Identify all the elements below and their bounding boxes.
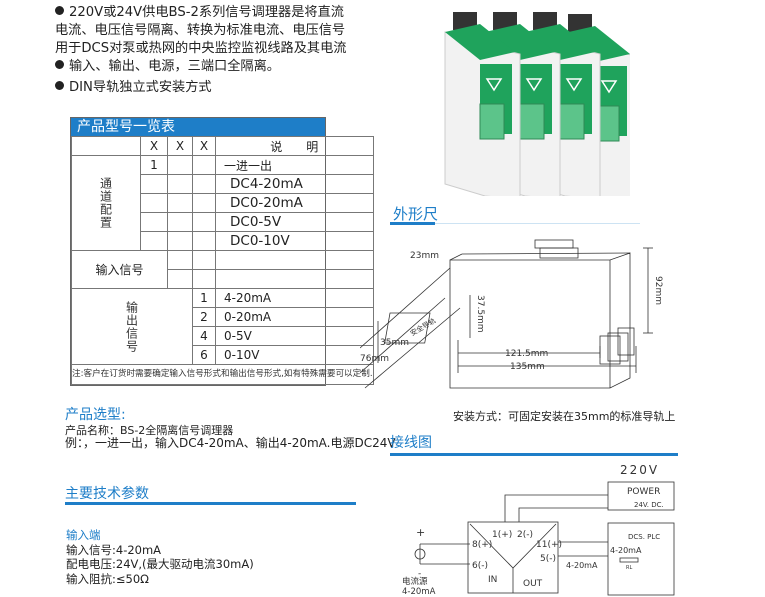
selection-name: 产品名称：BS-2全隔离信号调理器: [65, 424, 234, 437]
table-row: [72, 269, 374, 289]
power-label: POWER: [627, 487, 660, 497]
wiring-title: 接线图: [390, 435, 432, 451]
rl-label: RL: [626, 565, 632, 571]
out-signal: 4-20mA: [566, 561, 598, 570]
table-cell: DC4-20mA: [215, 174, 374, 194]
selection-section: 产品选型: 产品名称：BS-2全隔离信号调理器 例：，一进一出，输入DC4-20…: [65, 404, 396, 450]
table-cell: 一进一出: [215, 155, 374, 175]
terminal-5: 5(-): [540, 554, 556, 564]
plus-sign: +: [416, 526, 425, 539]
bullet-icon: [55, 81, 64, 90]
terminal-8: 8(+): [472, 540, 492, 550]
wiring-divider: [390, 453, 678, 456]
col-x: X: [140, 136, 168, 156]
col-desc: 说 明: [215, 136, 374, 156]
intro-bullet: 输入、输出、电源，三端口全隔离。: [69, 59, 280, 74]
source-label: 电流源: [402, 576, 428, 587]
output-code: 4: [192, 326, 216, 346]
output-code: 2: [192, 307, 216, 327]
terminal-2: 2(-): [517, 530, 533, 540]
product-photo: [444, 12, 630, 196]
dimensions-underline: [390, 222, 435, 225]
input-title: 输入端: [66, 528, 101, 542]
dim-135: 135mm: [510, 362, 545, 372]
bullet-icon: [55, 6, 64, 15]
minus-sign: -: [418, 569, 421, 579]
channel-code: 1: [140, 155, 168, 175]
spec-line: 输入信号:4-20mA: [66, 542, 162, 557]
dim-37-5: 37.5mm: [475, 295, 485, 333]
module-unit: [444, 12, 521, 196]
specs-title: 主要技术参数: [65, 486, 149, 502]
selection-example: 例：，一进一出，输入DC4-20mA、输出4-20mA.电源DC24V: [65, 436, 396, 450]
table-title: 产品型号一览表: [71, 118, 325, 136]
spec-line: 配电电压:24V,(最大驱动电流30mA): [66, 557, 254, 571]
table-cell: 4-20mA: [215, 288, 374, 308]
source-range: 4-20mA: [402, 587, 436, 597]
loop-signal: 4-20mA: [610, 546, 642, 555]
specs-divider: [65, 502, 356, 505]
intro-text: 220V或24V供电BS-2系列信号调理器是将直流 电流、电压信号隔离、转换为标…: [55, 4, 365, 97]
input-label: 输入信号: [71, 250, 168, 289]
dim-76: 76mm: [360, 354, 389, 364]
dimension-drawing: 23mm 37.5mm 92mm 35mm 76mm 121.5mm 135mm…: [360, 239, 663, 389]
table-note: 注:客户在订货时需要确定输入信号形式和输出信号形式,如有特殊需要可以定制.: [71, 364, 374, 385]
terminal-6: 6(-): [472, 561, 488, 571]
intro-bullet: DIN导轨独立式安装方式: [69, 80, 212, 95]
bullet-icon: [55, 60, 64, 69]
output-code: 6: [192, 345, 216, 365]
col-x: X: [167, 136, 193, 156]
wiring-diagram: 220V POWER 24V. DC. DCS. PLC 1(+) 2(-) 8…: [402, 463, 675, 597]
install-note: 安装方式：可固定安装在35mm的标准导轨上: [453, 410, 676, 423]
intro-line: 电流、电压信号隔离、转换为标准电流、电压信号: [55, 23, 346, 38]
output-code: 1: [192, 288, 216, 308]
col-x: X: [192, 136, 216, 156]
output-label: 输出信号: [71, 288, 193, 365]
intro-line: 用于DCS对泵或热网的中央监控监视线路及其电流: [55, 41, 347, 56]
dim-92: 92mm: [653, 276, 663, 305]
table-cell: 0-20mA: [215, 307, 374, 327]
out-label: OUT: [523, 579, 543, 589]
dim-35: 35mm: [380, 338, 409, 348]
intro-line: 220V或24V供电BS-2系列信号调理器是将直流: [69, 5, 344, 20]
channel-label: 通道配置: [71, 155, 141, 251]
table-cell: 0-10V: [215, 345, 374, 365]
in-label: IN: [488, 575, 497, 585]
table-cell: DC0-10V: [215, 231, 374, 251]
voltage-label: 220V: [620, 463, 659, 477]
dimensions-divider: [435, 223, 640, 224]
table-cell: DC0-5V: [215, 212, 374, 232]
dim-23: 23mm: [410, 251, 439, 261]
spec-line: 输入阻抗:≤50Ω: [66, 571, 149, 586]
table-row: 输入信号: [71, 250, 374, 289]
table-cell: DC0-20mA: [215, 193, 374, 213]
selection-title: 产品选型:: [65, 407, 126, 423]
plc-label: DCS. PLC: [628, 533, 660, 541]
table-cell: 0-5V: [215, 326, 374, 346]
specs-input: 输入端 输入信号:4-20mA 配电电压:24V,(最大驱动电流30mA) 输入…: [66, 528, 254, 586]
power-sub: 24V. DC.: [634, 501, 664, 509]
terminal-11: 11(+): [536, 540, 562, 550]
terminal-1: 1(+): [492, 530, 512, 540]
dim-121-5: 121.5mm: [505, 349, 548, 359]
dimensions-title: 外形尺: [393, 205, 439, 223]
